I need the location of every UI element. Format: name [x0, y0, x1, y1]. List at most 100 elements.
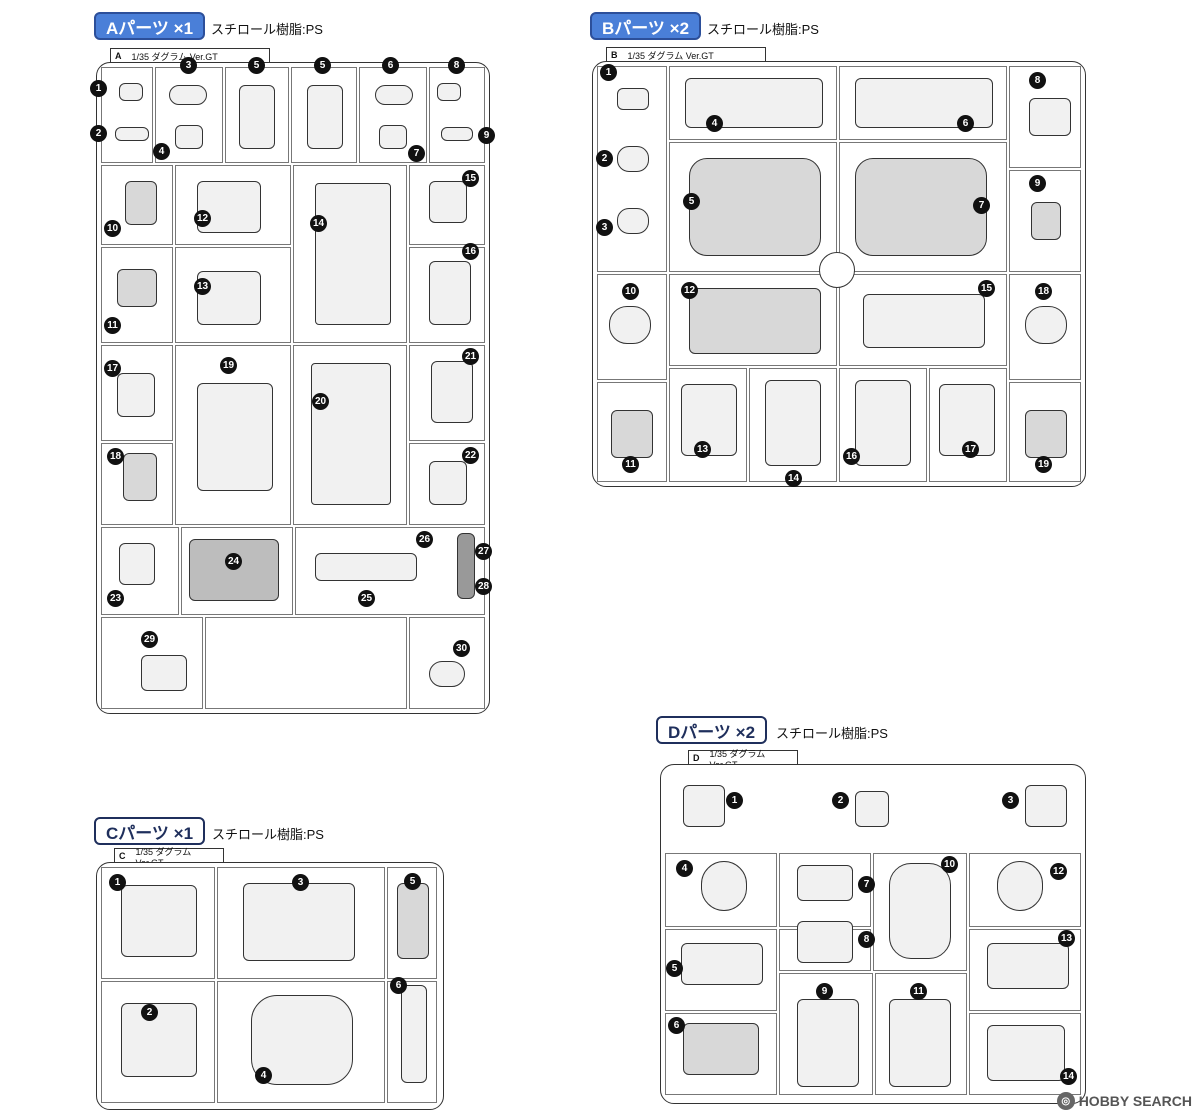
a-part: [379, 125, 407, 149]
sheet-c-sprue-frame: [96, 862, 444, 1110]
a-part-number-17: 17: [104, 360, 121, 377]
sheet-b-title: Bパーツ ×2: [590, 12, 702, 40]
c-part: [401, 985, 427, 1083]
a-part-number-7: 7: [408, 145, 425, 162]
a-part-number-8: 8: [448, 57, 465, 74]
d-part-number-13: 13: [1058, 930, 1075, 947]
a-part-number-1: 1: [90, 80, 107, 97]
b-part-number-17: 17: [962, 441, 979, 458]
b-part: [1031, 202, 1061, 240]
a-part: [437, 83, 461, 101]
a-part-number-12: 12: [194, 210, 211, 227]
sheet-a-title: Aパーツ ×1: [94, 12, 206, 40]
a-part: [239, 85, 275, 149]
sheet-b-material: スチロール樹脂:PS: [707, 22, 819, 37]
sheet-c-tab: C 1/35 ダグラム Ver.GT: [114, 847, 224, 868]
a-part: [429, 461, 467, 505]
c-part-number-4: 4: [255, 1067, 272, 1084]
a-part-number-22: 22: [462, 447, 479, 464]
d-part-number-11: 11: [910, 983, 927, 1000]
b-part-number-19: 19: [1035, 456, 1052, 473]
a-part-number-13: 13: [194, 278, 211, 295]
d-part-number-5: 5: [666, 960, 683, 977]
sheet-a-material: スチロール樹脂:PS: [211, 22, 323, 37]
b-part-number-16: 16: [843, 448, 860, 465]
a-part: [375, 85, 413, 105]
sheet-d-material: スチロール樹脂:PS: [776, 726, 888, 741]
b-part: [617, 146, 649, 172]
a-part: [141, 655, 187, 691]
d-part-number-10: 10: [941, 856, 958, 873]
a-part: [429, 181, 467, 223]
d-part: [683, 785, 725, 827]
sheet-b-tab: B 1/35 ダグラム Ver.GT: [606, 47, 766, 62]
d-part-number-8: 8: [858, 931, 875, 948]
b-part-number-13: 13: [694, 441, 711, 458]
sheet-b-sprue-frame: [592, 61, 1086, 487]
a-part: [311, 363, 391, 505]
b-part-number-7: 7: [973, 197, 990, 214]
a-part-number-3: 3: [180, 57, 197, 74]
b-part-number-8: 8: [1029, 72, 1046, 89]
b-part-number-9: 9: [1029, 175, 1046, 192]
b-part: [855, 158, 987, 256]
a-cell: [429, 67, 485, 163]
b-part: [689, 288, 821, 354]
sheet-d-title: Dパーツ ×2: [656, 716, 768, 744]
a-part-number-9: 9: [478, 127, 495, 144]
a-part-number-19: 19: [220, 357, 237, 374]
d-part: [889, 863, 951, 959]
d-part-number-7: 7: [858, 876, 875, 893]
d-part-number-1: 1: [726, 792, 743, 809]
c-part-number-2: 2: [141, 1004, 158, 1021]
b-center-target: [819, 252, 855, 288]
sheet-c-material: スチロール樹脂:PS: [212, 827, 324, 842]
a-part: [441, 127, 473, 141]
a-part: [119, 543, 155, 585]
b-part-number-12: 12: [681, 282, 698, 299]
a-part-number-20: 20: [312, 393, 329, 410]
a-part-number-10: 10: [104, 220, 121, 237]
a-part-number-14: 14: [310, 215, 327, 232]
c-part-number-6: 6: [390, 977, 407, 994]
a-part: [125, 181, 157, 225]
b-part-number-2: 2: [596, 150, 613, 167]
d-part: [997, 861, 1043, 911]
a-part-number-5a: 5: [248, 57, 265, 74]
d-part-number-12: 12: [1050, 863, 1067, 880]
d-part: [681, 943, 763, 985]
b-part: [1029, 98, 1071, 136]
d-part: [1025, 785, 1067, 827]
a-part-number-27: 27: [475, 543, 492, 560]
a-part: [119, 83, 143, 101]
sheet-a-tab: A 1/35 ダグラム Ver.GT: [110, 48, 270, 63]
d-part-number-4: 4: [676, 860, 693, 877]
a-part: [123, 453, 157, 501]
b-part-number-1: 1: [600, 64, 617, 81]
d-part: [987, 943, 1069, 989]
b-part: [617, 208, 649, 234]
b-part-number-3: 3: [596, 219, 613, 236]
b-part-number-10: 10: [622, 283, 639, 300]
a-part-number-16: 16: [462, 243, 479, 260]
a-part-number-5b: 5: [314, 57, 331, 74]
a-part: [429, 261, 471, 325]
b-part-number-14: 14: [785, 470, 802, 487]
b-part-number-5: 5: [683, 193, 700, 210]
a-part: [429, 661, 465, 687]
hobby-search-watermark: ◎ HOBBY SEARCH: [1056, 1092, 1192, 1110]
a-part-number-18: 18: [107, 448, 124, 465]
c-part-number-3: 3: [292, 874, 309, 891]
b-part: [689, 158, 821, 256]
b-part: [855, 380, 911, 466]
a-part-number-29: 29: [141, 631, 158, 648]
b-part: [765, 380, 821, 466]
a-cell: [101, 67, 153, 163]
a-cell: [205, 617, 407, 709]
d-part: [683, 1023, 759, 1075]
a-part: [175, 125, 203, 149]
a-part: [117, 269, 157, 307]
b-part: [1025, 410, 1067, 458]
a-part-number-24: 24: [225, 553, 242, 570]
d-part-number-14: 14: [1060, 1068, 1077, 1085]
